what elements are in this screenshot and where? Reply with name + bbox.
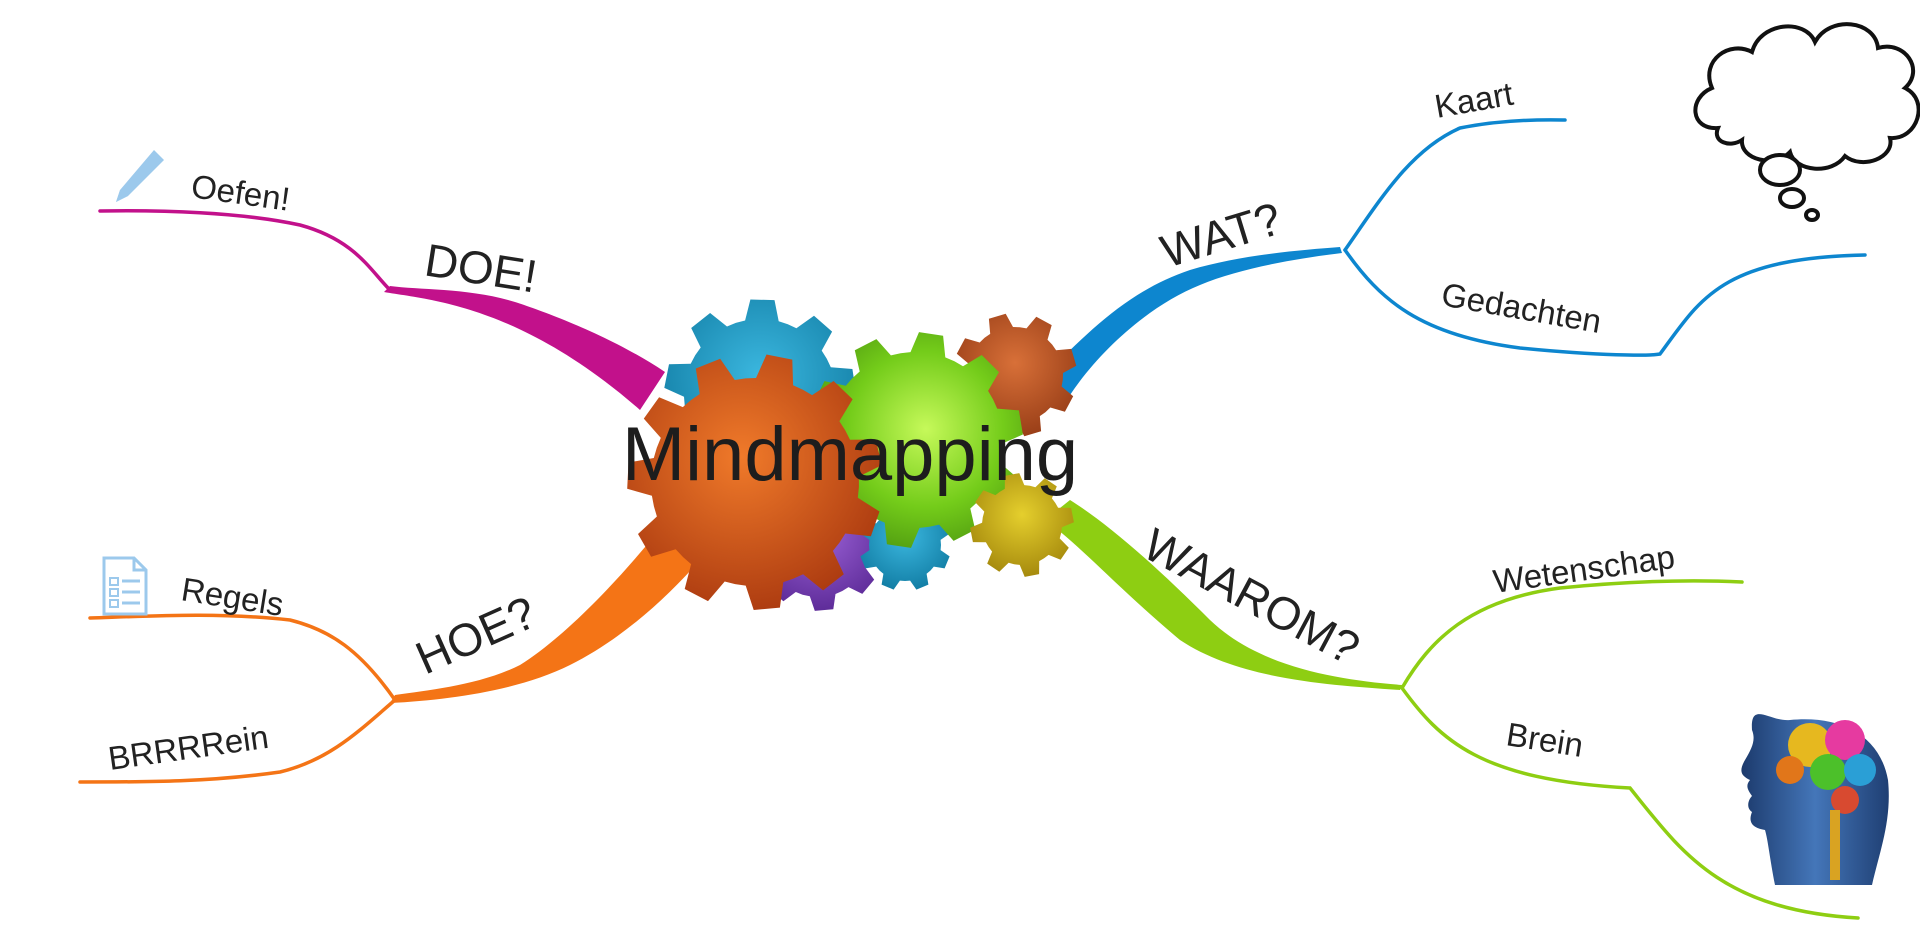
topic-label-wetenschap[interactable]: Wetenschap xyxy=(1491,538,1677,600)
branch-wat xyxy=(1045,247,1342,395)
topic-label-oefen[interactable]: Oefen! xyxy=(189,167,292,217)
gear-green xyxy=(807,332,1023,548)
topic-label-kaart[interactable]: Kaart xyxy=(1432,75,1516,125)
sub-branch-wetenschap xyxy=(1400,579,1744,690)
checklist-document-icon xyxy=(102,556,148,616)
topic-label-gedachten[interactable]: Gedachten xyxy=(1439,275,1604,339)
gear-orange xyxy=(627,354,882,610)
topic-label-brrrrein[interactable]: BRRRRein xyxy=(106,718,271,777)
gear-yellow xyxy=(970,473,1074,577)
sub-branch-regels xyxy=(88,613,397,702)
topic-label-brein[interactable]: Brein xyxy=(1504,715,1586,764)
branch-waarom xyxy=(1045,500,1402,690)
thought-cloud-icon xyxy=(1693,22,1920,222)
pencil-icon xyxy=(116,150,164,202)
branch-doe xyxy=(384,286,665,410)
branch-hoe xyxy=(390,535,700,703)
sub-branch-gedachten xyxy=(1343,248,1867,357)
brain-gears-head-icon xyxy=(1741,714,1889,885)
sub-branch-brrrrein xyxy=(78,698,397,784)
sub-branch-brein xyxy=(1400,686,1860,920)
sub-branch-kaart xyxy=(1343,118,1567,252)
central-topic-title[interactable]: Mindmapping xyxy=(622,412,1078,497)
sub-branch-oefen xyxy=(98,209,392,292)
